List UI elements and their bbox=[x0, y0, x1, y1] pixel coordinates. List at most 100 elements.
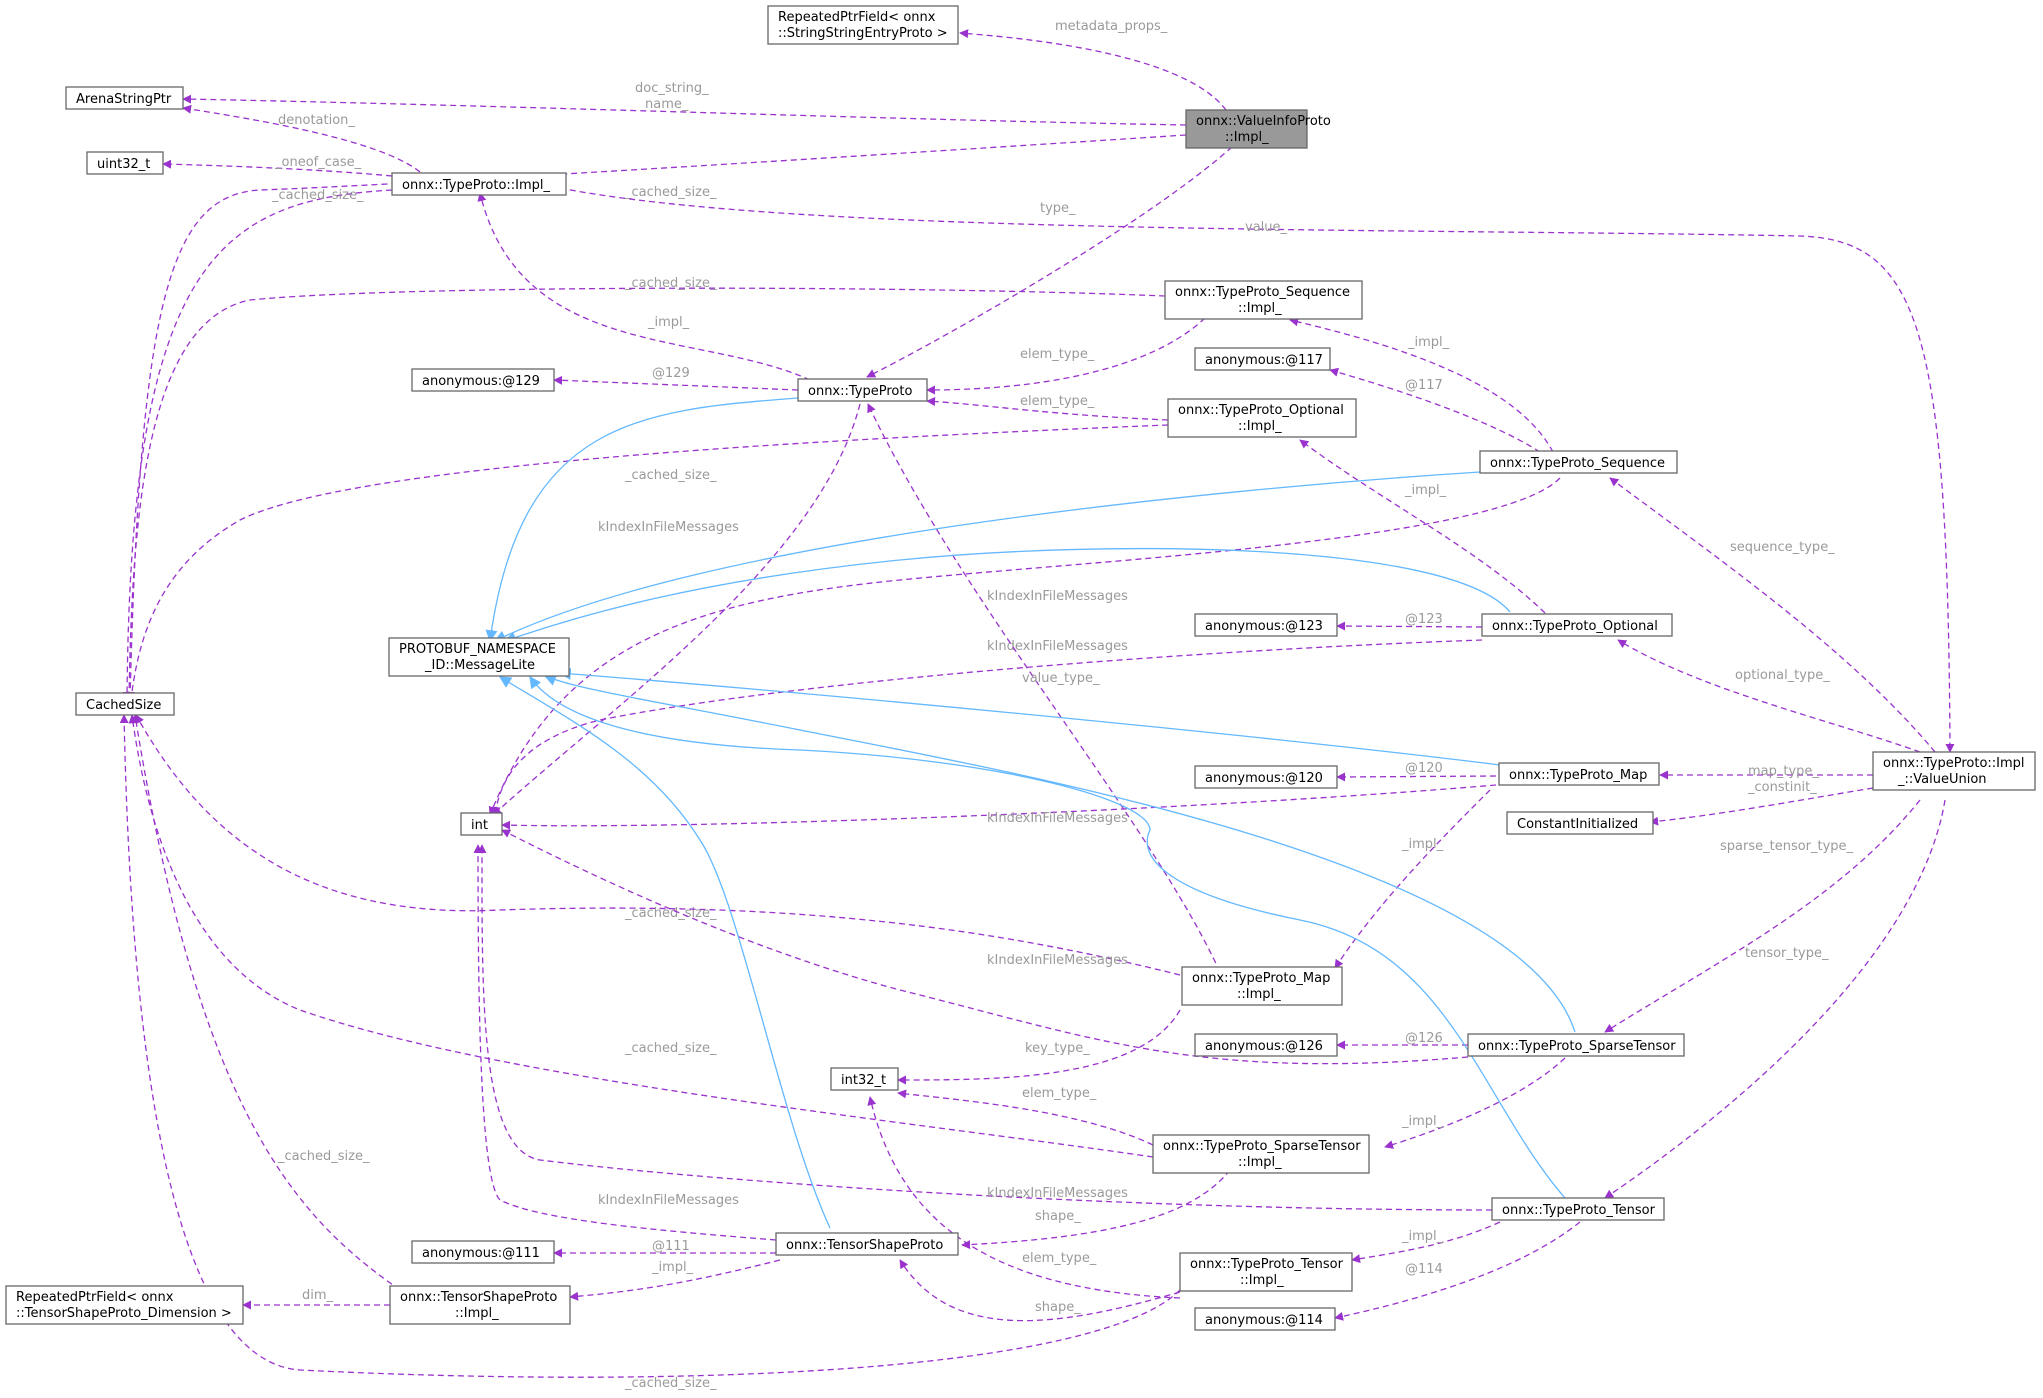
edge-impl-tsp: _impl_ bbox=[569, 1259, 781, 1301]
node-anonymous-126[interactable]: anonymous:@126 bbox=[1194, 1033, 1338, 1057]
edge-kindex-seq: kIndexInFileMessages bbox=[488, 477, 1561, 816]
svg-text:shape_: shape_ bbox=[1035, 1300, 1081, 1315]
edge-inherit-typeproto bbox=[485, 397, 799, 643]
edge-kindex-tensor: kIndexInFileMessages bbox=[477, 844, 1493, 1211]
svg-text:kIndexInFileMessages: kIndexInFileMessages bbox=[987, 589, 1128, 604]
svg-text:uint32_t: uint32_t bbox=[97, 157, 150, 172]
node-typeproto-sequence[interactable]: onnx::TypeProto_Sequence bbox=[1479, 450, 1678, 474]
node-typeproto-sequence-impl[interactable]: onnx::TypeProto_Sequence ::Impl_ bbox=[1164, 280, 1363, 320]
svg-text:_impl_: _impl_ bbox=[647, 315, 690, 330]
svg-text:elem_type_: elem_type_ bbox=[1022, 1251, 1097, 1266]
svg-text:name_: name_ bbox=[645, 97, 689, 112]
node-anonymous-123[interactable]: anonymous:@123 bbox=[1194, 613, 1338, 637]
node-tensorshapeproto-impl[interactable]: onnx::TensorShapeProto ::Impl_ bbox=[389, 1285, 571, 1325]
edge-at111: @111 bbox=[553, 1239, 776, 1258]
svg-text:::Impl_: ::Impl_ bbox=[1225, 130, 1269, 145]
edge-elem-type-tensor: elem_type_ bbox=[867, 1096, 1181, 1299]
edge-optional-type: optional_type_ bbox=[1617, 639, 1921, 753]
edge-kindex-sparse: kIndexInFileMessages bbox=[501, 829, 1469, 1065]
edge-type: type_ bbox=[866, 146, 1233, 378]
node-anonymous-114[interactable]: anonymous:@114 bbox=[1194, 1307, 1336, 1331]
node-constantinitialized[interactable]: ConstantInitialized bbox=[1506, 811, 1654, 835]
node-uint32-t[interactable]: uint32_t bbox=[86, 151, 164, 175]
edge-value-type: value_type_ bbox=[867, 403, 1221, 973]
node-int32-t[interactable]: int32_t bbox=[830, 1067, 899, 1091]
svg-text:RepeatedPtrField< onnx: RepeatedPtrField< onnx bbox=[778, 10, 936, 25]
svg-text:_cached_size_: _cached_size_ bbox=[624, 906, 717, 921]
edge-cached-size-typeproto-impl: _cached_size_ bbox=[122, 188, 393, 701]
node-typeproto-map[interactable]: onnx::TypeProto_Map bbox=[1498, 762, 1660, 786]
node-messagelite[interactable]: PROTOBUF_NAMESPACE _ID::MessageLite bbox=[388, 637, 570, 677]
node-anonymous-117[interactable]: anonymous:@117 bbox=[1194, 347, 1331, 371]
svg-text:_cached_size_: _cached_size_ bbox=[624, 468, 717, 483]
node-typeproto-optional-impl[interactable]: onnx::TypeProto_Optional ::Impl_ bbox=[1167, 398, 1357, 438]
svg-text:anonymous:@129: anonymous:@129 bbox=[422, 374, 540, 389]
svg-text:sparse_tensor_type_: sparse_tensor_type_ bbox=[1720, 839, 1854, 854]
node-anonymous-120[interactable]: anonymous:@120 bbox=[1194, 765, 1338, 789]
edge-at123: @123 bbox=[1336, 612, 1483, 631]
svg-text:anonymous:@111: anonymous:@111 bbox=[422, 1246, 540, 1261]
svg-text:onnx::TypeProto_Tensor: onnx::TypeProto_Tensor bbox=[1190, 1257, 1344, 1272]
svg-text:onnx::TensorShapeProto: onnx::TensorShapeProto bbox=[786, 1238, 943, 1253]
svg-text:_::ValueUnion: _::ValueUnion bbox=[1897, 772, 1987, 787]
svg-text:::Impl_: ::Impl_ bbox=[1238, 301, 1282, 316]
svg-text:::Impl_: ::Impl_ bbox=[455, 1306, 499, 1321]
edge-shape-sparse: shape_ bbox=[961, 1169, 1231, 1250]
edge-elem-type-opt: elem_type_ bbox=[926, 394, 1169, 421]
svg-text:_impl_: _impl_ bbox=[1401, 1114, 1444, 1129]
svg-text:kIndexInFileMessages: kIndexInFileMessages bbox=[598, 1193, 739, 1208]
svg-text:value_: value_ bbox=[1245, 220, 1288, 235]
svg-text:type_: type_ bbox=[1040, 201, 1076, 216]
svg-text:_impl_: _impl_ bbox=[651, 1260, 694, 1275]
svg-text:_cached_size_: _cached_size_ bbox=[271, 188, 364, 203]
svg-text:elem_type_: elem_type_ bbox=[1020, 347, 1095, 362]
node-typeproto-tensor[interactable]: onnx::TypeProto_Tensor bbox=[1491, 1197, 1665, 1221]
node-typeproto[interactable]: onnx::TypeProto bbox=[797, 378, 928, 402]
svg-text:ConstantInitialized: ConstantInitialized bbox=[1517, 817, 1638, 832]
node-repeated-dimension[interactable]: RepeatedPtrField< onnx ::TensorShapeProt… bbox=[5, 1285, 244, 1325]
svg-text:::Impl_: ::Impl_ bbox=[1238, 1155, 1282, 1170]
svg-text:onnx::TypeProto::Impl: onnx::TypeProto::Impl bbox=[1883, 756, 2025, 771]
edge-tensor-type: tensor_type_ bbox=[1604, 799, 1946, 1199]
node-arena-string-ptr[interactable]: ArenaStringPtr bbox=[65, 86, 184, 110]
svg-text:anonymous:@126: anonymous:@126 bbox=[1205, 1039, 1323, 1054]
svg-text:onnx::TypeProto_Optional: onnx::TypeProto_Optional bbox=[1178, 403, 1344, 418]
node-anonymous-129[interactable]: anonymous:@129 bbox=[411, 368, 555, 392]
edge-metadata-props: metadata_props_ bbox=[959, 19, 1227, 111]
node-typeproto-optional[interactable]: onnx::TypeProto_Optional bbox=[1481, 613, 1673, 637]
svg-text:_ID::MessageLite: _ID::MessageLite bbox=[424, 658, 535, 673]
svg-text:map_type_: map_type_ bbox=[1748, 764, 1819, 779]
node-anonymous-111[interactable]: anonymous:@111 bbox=[411, 1240, 555, 1264]
svg-text:denotation_: denotation_ bbox=[278, 113, 355, 128]
node-typeproto-tensor-impl[interactable]: onnx::TypeProto_Tensor ::Impl_ bbox=[1179, 1252, 1353, 1292]
node-tensorshapeproto[interactable]: onnx::TensorShapeProto bbox=[775, 1232, 959, 1256]
node-valueunion[interactable]: onnx::TypeProto::Impl _::ValueUnion bbox=[1872, 751, 2036, 791]
svg-text:kIndexInFileMessages: kIndexInFileMessages bbox=[987, 953, 1128, 968]
node-cachedsize[interactable]: CachedSize bbox=[75, 692, 175, 716]
svg-text:_cached_size_: _cached_size_ bbox=[624, 1376, 717, 1391]
edge-at114: @114 bbox=[1334, 1221, 1581, 1321]
svg-text:@117: @117 bbox=[1405, 378, 1443, 393]
svg-text:onnx::TensorShapeProto: onnx::TensorShapeProto bbox=[400, 1290, 557, 1305]
edge-kindex-map: kIndexInFileMessages bbox=[501, 784, 1497, 830]
node-typeproto-sparsetensor[interactable]: onnx::TypeProto_SparseTensor bbox=[1467, 1033, 1685, 1057]
svg-text:::StringStringEntryProto >: ::StringStringEntryProto > bbox=[778, 26, 948, 41]
node-valueinfoproto-impl[interactable]: onnx::ValueInfoProto ::Impl_ bbox=[1185, 109, 1331, 149]
edges: metadata_props_ doc_string_ name_ denota… bbox=[119, 19, 1955, 1391]
svg-text:PROTOBUF_NAMESPACE: PROTOBUF_NAMESPACE bbox=[399, 642, 556, 657]
edge-inherit-sequence bbox=[493, 471, 1481, 642]
svg-text:anonymous:@117: anonymous:@117 bbox=[1205, 353, 1323, 368]
svg-text:key_type_: key_type_ bbox=[1025, 1041, 1090, 1056]
edge-constinit: _constinit_ bbox=[1649, 780, 1874, 826]
svg-text:kIndexInFileMessages: kIndexInFileMessages bbox=[987, 811, 1128, 826]
svg-text:@120: @120 bbox=[1405, 761, 1443, 776]
node-typeproto-impl[interactable]: onnx::TypeProto::Impl_ bbox=[391, 172, 567, 196]
node-int[interactable]: int bbox=[460, 812, 503, 836]
node-typeproto-map-impl[interactable]: onnx::TypeProto_Map ::Impl_ bbox=[1181, 966, 1343, 1006]
svg-text:dim_: dim_ bbox=[302, 1288, 334, 1303]
node-typeproto-sparsetensor-impl[interactable]: onnx::TypeProto_SparseTensor ::Impl_ bbox=[1152, 1134, 1370, 1174]
svg-text:tensor_type_: tensor_type_ bbox=[1745, 946, 1829, 961]
node-repeated-metadata[interactable]: RepeatedPtrField< onnx ::StringStringEnt… bbox=[767, 5, 959, 45]
edge-value: value_ bbox=[559, 187, 1955, 753]
